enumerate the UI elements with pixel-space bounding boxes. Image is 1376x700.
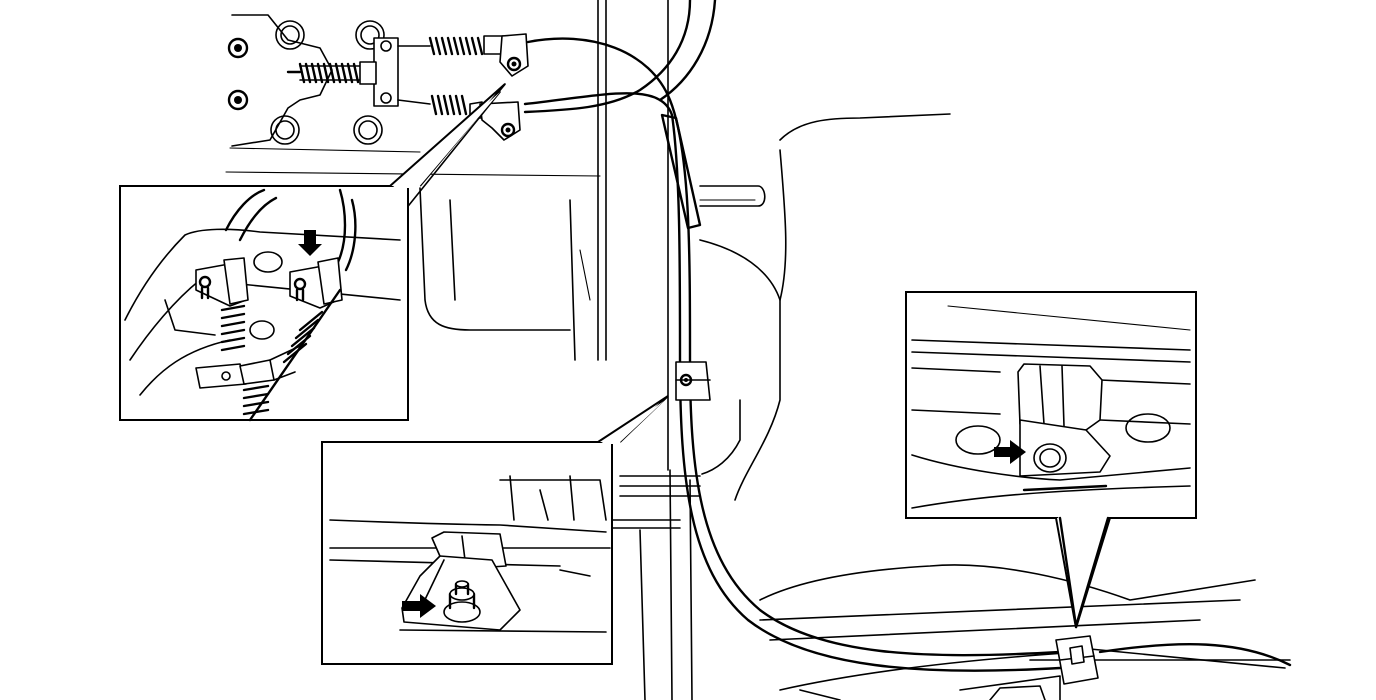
plate-base-line xyxy=(229,147,421,153)
floor-contour xyxy=(701,399,741,475)
inset-right-base xyxy=(1022,484,1108,492)
plate-hole-inner xyxy=(358,120,378,140)
floor-contour xyxy=(419,187,571,331)
cable-sleeve xyxy=(660,113,702,230)
inset-tail-outline xyxy=(1058,516,1110,628)
frame-cable-clip xyxy=(675,361,711,401)
plate-hole-inner xyxy=(275,120,295,140)
plate-nut xyxy=(227,37,249,59)
secondary-cable-edge xyxy=(658,0,717,102)
plate-nut xyxy=(227,89,249,111)
front-cable-spring xyxy=(286,62,361,84)
arrow-right-icon xyxy=(402,594,436,618)
arrow-right-icon xyxy=(994,440,1026,464)
upper-cable-spring xyxy=(428,33,529,77)
floor-contour xyxy=(449,199,456,301)
plate-hole-inner xyxy=(280,25,300,45)
arrow-down-icon xyxy=(298,230,322,256)
inset-upper-left xyxy=(119,185,409,422)
rear-cable xyxy=(1098,642,1292,667)
equalizer-block xyxy=(359,37,431,107)
crossmember-cable-clip xyxy=(1055,635,1099,685)
floor-contour xyxy=(699,239,781,501)
plate-hole xyxy=(270,115,300,145)
plate-hole-inner xyxy=(360,25,380,45)
floor-contour xyxy=(579,249,591,301)
floor-contour xyxy=(779,113,951,141)
frame-rail xyxy=(597,0,701,700)
plate-hole xyxy=(275,20,305,50)
floor-contour xyxy=(779,149,787,301)
floor-contour xyxy=(569,199,576,361)
bracket-slot xyxy=(699,185,766,207)
plate-nut-center xyxy=(234,44,242,52)
inset-lower-middle xyxy=(321,441,613,665)
inset-tail xyxy=(597,395,669,443)
secondary-cable xyxy=(523,0,692,114)
inset-tail xyxy=(389,83,506,187)
crossmember xyxy=(759,564,1291,700)
inset-frame xyxy=(119,185,409,421)
plate-nut-center xyxy=(234,96,242,104)
plate-hole xyxy=(353,115,383,145)
inset-right xyxy=(905,291,1197,519)
plate-hole xyxy=(355,20,385,50)
